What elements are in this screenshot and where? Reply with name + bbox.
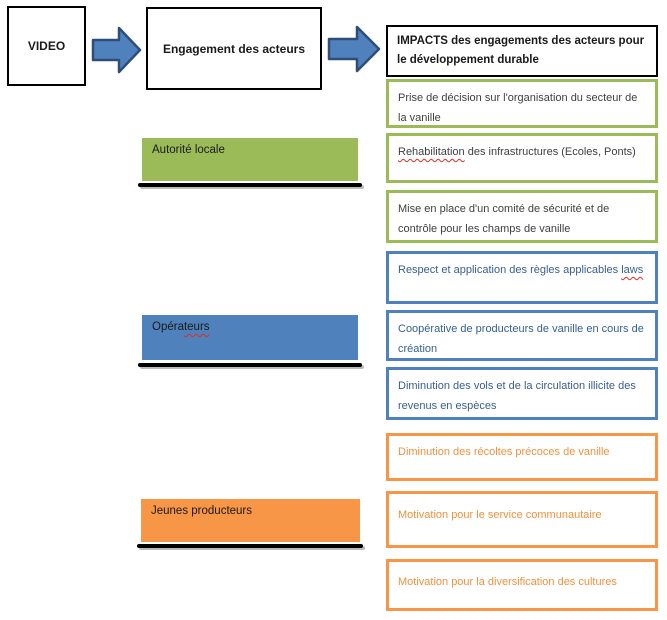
impact-box: Coopérative de producteurs de vanille en… xyxy=(386,310,658,361)
impact-box: Diminution des récoltes précoces de vani… xyxy=(386,433,658,481)
impact-text: Respect et application des règles applic… xyxy=(398,264,644,276)
impact-box: Motivation pour le service communautaire xyxy=(386,491,658,548)
engagement-box: Engagement des acteurs xyxy=(146,7,322,90)
video-box: VIDEO xyxy=(7,6,86,86)
right-arrow-icon xyxy=(91,26,142,74)
actor-underline-bar xyxy=(138,183,362,187)
actor-label: Jeunes producteurs xyxy=(151,505,253,517)
actor-label: Opérateurs xyxy=(152,321,210,333)
impact-box: Prise de décision sur l'organisation du … xyxy=(386,79,658,128)
actor-box-operateurs: Opérateurs xyxy=(142,315,358,360)
actor-underline-bar xyxy=(137,544,363,548)
impact-text: Prise de décision sur l'organisation du … xyxy=(398,92,638,124)
impact-text: Coopérative de producteurs de vanille en… xyxy=(398,323,644,355)
impact-box: Respect et application des règles applic… xyxy=(386,251,658,304)
impact-text: Diminution des récoltes précoces de vani… xyxy=(398,446,610,458)
actor-box-autorite-locale: Autorité locale xyxy=(142,138,358,181)
impact-box: Motivation pour la diversification des c… xyxy=(386,559,658,611)
impact-text: Rehabilitation des infrastructures (Ecol… xyxy=(398,146,636,158)
video-label: VIDEO xyxy=(27,39,66,53)
actor-underline-bar xyxy=(138,363,362,367)
right-arrow-icon xyxy=(327,25,381,73)
impact-text: Motivation pour la diversification des c… xyxy=(398,576,617,588)
impact-box: Diminution des vols et de la circulation… xyxy=(386,367,658,420)
impact-box: Mise en place d'un comité de sécurité et… xyxy=(386,190,658,243)
impacts-title-box: IMPACTS des engagements des acteurs pour… xyxy=(386,25,658,77)
impact-text: Mise en place d'un comité de sécurité et… xyxy=(398,203,610,235)
impact-box: Rehabilitation des infrastructures (Ecol… xyxy=(386,133,658,183)
actor-label: Autorité locale xyxy=(152,144,225,156)
actor-box-jeunes-producteurs: Jeunes producteurs xyxy=(141,499,360,542)
impact-text: Motivation pour le service communautaire xyxy=(398,509,602,521)
engagement-label: Engagement des acteurs xyxy=(162,41,306,56)
impact-text: Diminution des vols et de la circulation… xyxy=(398,380,636,412)
impacts-title: IMPACTS des engagements des acteurs pour… xyxy=(397,35,645,66)
